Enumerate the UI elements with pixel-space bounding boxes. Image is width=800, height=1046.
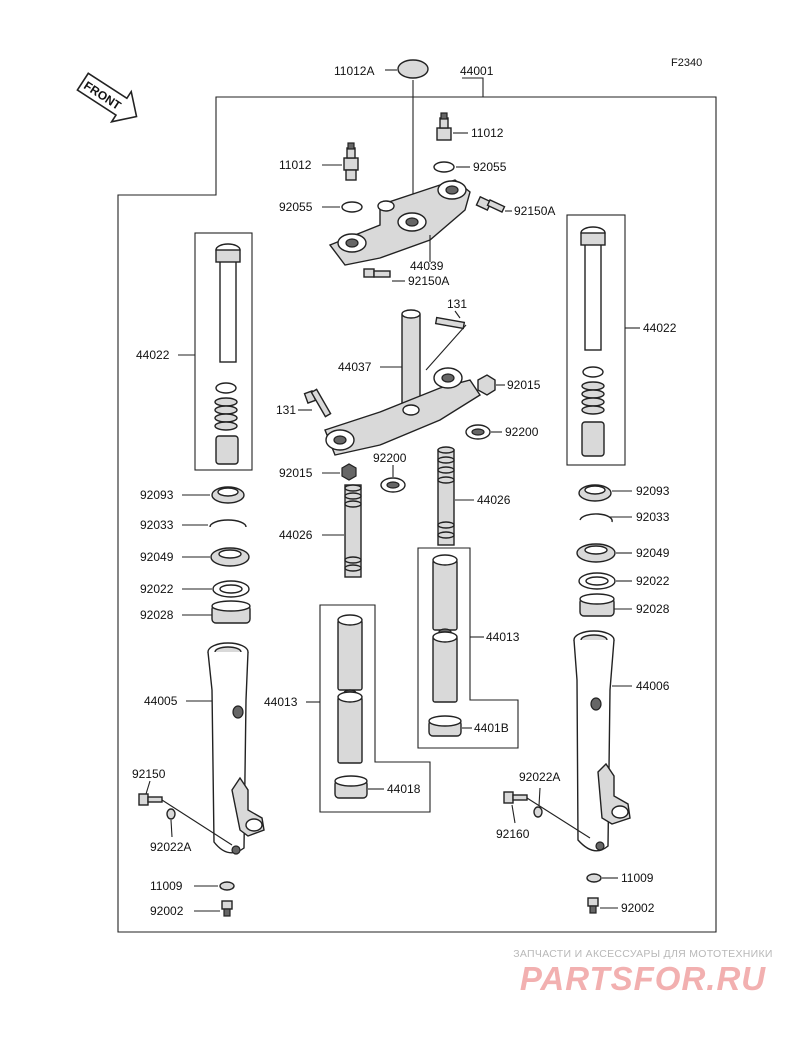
bolt-92002-right (587, 897, 618, 914)
label-44026-right: 44026 (477, 493, 511, 507)
bolt-131-left (298, 388, 332, 418)
label-92093-right: 92093 (636, 484, 670, 498)
label-92022-right: 92022 (636, 574, 670, 588)
bolt-92002-left (194, 900, 233, 917)
bushing-set-right (428, 554, 472, 737)
bolt-92160 (503, 791, 591, 839)
watermark-subtitle: ЗАПЧАСТИ И АКСЕССУАРЫ ДЛЯ МОТОТЕХНИКИ (513, 948, 773, 960)
label-11009-left: 11009 (150, 879, 183, 893)
label-92022A-left: 92022A (150, 840, 191, 854)
cap-11012A (397, 59, 429, 79)
oring-92055-left (341, 201, 363, 213)
outer-tube-44006 (573, 630, 632, 852)
label-92033-right: 92033 (636, 510, 670, 524)
steering-stem-44037 (324, 309, 481, 456)
label-11012-left: 11012 (279, 158, 312, 172)
label-131-top: 131 (447, 297, 467, 311)
valve-11012-right (436, 112, 468, 141)
label-92022-left: 92022 (140, 582, 174, 596)
label-92049-left: 92049 (140, 550, 174, 564)
label-92033-left: 92033 (140, 518, 174, 532)
label-131-left: 131 (276, 403, 296, 417)
label-44037: 44037 (338, 360, 372, 374)
label-92002-right: 92002 (621, 901, 655, 915)
label-44001: 44001 (460, 64, 494, 78)
upper-bracket-44039 (328, 179, 471, 266)
label-92055-right: 92055 (473, 160, 507, 174)
label-92055-left: 92055 (279, 200, 313, 214)
bolt-92150A-top (475, 195, 512, 214)
bolt-92150A-bottom (363, 268, 405, 282)
box-44013-right (417, 547, 519, 749)
cylinder-unit-44026-left (322, 484, 362, 578)
label-11012A: 11012A (334, 64, 374, 78)
label-11009-right: 11009 (621, 871, 654, 885)
label-92015-right: 92015 (507, 378, 541, 392)
assembly-boundary (117, 96, 717, 933)
box-44022-right (566, 214, 626, 466)
label-44039: 44039 (410, 259, 444, 273)
label-44005: 44005 (144, 694, 178, 708)
leader-44001 (462, 77, 484, 97)
nut-92015-right (477, 374, 505, 396)
label-92093-left: 92093 (140, 488, 174, 502)
label-44022-left: 44022 (136, 348, 170, 362)
bushing-set-left (334, 614, 384, 799)
label-92028-right: 92028 (636, 602, 670, 616)
washer-92022A-left (166, 808, 176, 838)
label-92150A-top: 92150A (514, 204, 555, 218)
watermark-logo: PARTSFOR.RU (519, 960, 767, 997)
figure-code: F2340 (671, 57, 702, 69)
label-92015-left: 92015 (279, 466, 313, 480)
label-92028-left: 92028 (140, 608, 174, 622)
front-arrow: FRONT (76, 72, 138, 123)
oring-92055-right (433, 161, 455, 173)
outer-tube-44005 (186, 642, 265, 855)
label-92160: 92160 (496, 827, 530, 841)
nut-92015-left (322, 463, 357, 481)
label-44018: 44018 (387, 782, 421, 796)
label-92002-left: 92002 (150, 904, 184, 918)
seal-stack-left (182, 486, 251, 624)
seal-stack-right (576, 484, 632, 617)
label-11012-right: 11012 (471, 126, 504, 140)
label-44013-right: 44013 (486, 630, 520, 644)
box-44022-left (194, 232, 253, 471)
bolt-92150 (138, 780, 233, 846)
label-92150A-bottom: 92150A (408, 274, 449, 288)
cylinder-unit-44026-center (437, 446, 474, 546)
washer-92022A-right (533, 787, 543, 818)
valve-11012-left (322, 142, 359, 181)
label-92022A-right: 92022A (519, 770, 560, 784)
label-44006: 44006 (636, 679, 670, 693)
fork-spring-assembly-right (580, 226, 606, 457)
label-92200-center: 92200 (373, 451, 407, 465)
label-44026-left: 44026 (279, 528, 313, 542)
box-44013-left (319, 604, 431, 813)
label-4401B: 4401B (474, 721, 509, 735)
label-44013-left: 44013 (264, 695, 298, 709)
label-92049-right: 92049 (636, 546, 670, 560)
bolt-131-top (434, 310, 466, 330)
label-92150: 92150 (132, 767, 166, 781)
gasket-11009-left (194, 881, 235, 891)
fork-spring-assembly-left (214, 243, 241, 465)
label-92200-right: 92200 (505, 425, 539, 439)
gasket-11009-right (586, 873, 618, 883)
label-44022-right: 44022 (643, 321, 677, 335)
